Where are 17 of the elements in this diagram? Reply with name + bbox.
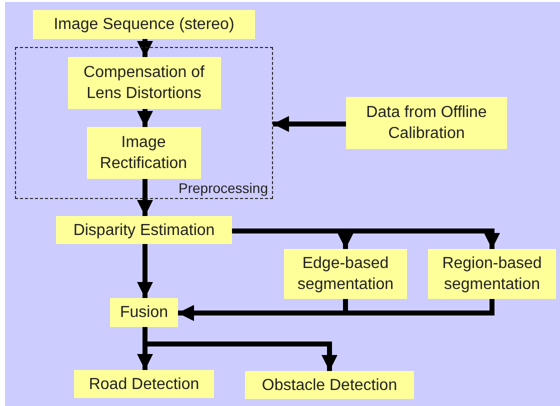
arrow [273,116,346,132]
process-box: Disparity Estimation [56,216,232,244]
process-box: Compensation of Lens Distortions [68,56,220,108]
process-box: Image Sequence (stereo) [33,10,255,39]
process-box: Road Detection [74,370,214,398]
arrow [137,179,153,216]
process-box: Data from Offline Calibration [346,97,507,149]
process-box: Obstacle Detection [245,371,414,399]
arrow [137,244,153,298]
process-box: Edge-based segmentation [284,249,407,299]
process-box: Region-based segmentation [428,249,556,299]
group-frame [15,47,273,199]
arrow [137,109,153,127]
arrow [137,39,153,57]
process-box: Fusion [110,298,178,327]
group-label: Preprocessing [178,179,268,197]
process-box: Image Rectification [86,126,200,178]
